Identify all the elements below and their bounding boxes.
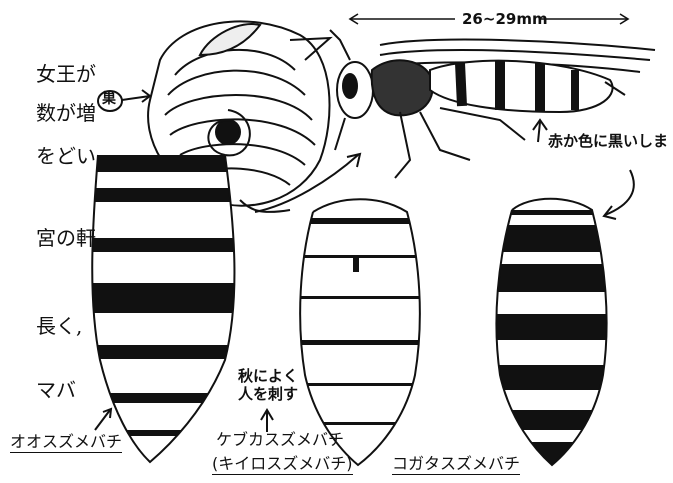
large-label-arrow	[95, 409, 111, 430]
label-kogatasuzumebachi: コガタスズメバチ	[392, 456, 520, 475]
nest-label: 巣	[102, 92, 116, 106]
label-oosuzumebachi: オオスズメバチ	[10, 434, 122, 453]
side-text-6: マバ	[36, 380, 63, 400]
side-text-1: 女王が	[36, 64, 63, 84]
label-kiirosuzumebachi: (キイロスズメバチ)	[212, 456, 353, 475]
label-kebukasuzumebachi: ケブカスズメバチ	[216, 432, 344, 448]
side-text-5: 長く,	[36, 316, 63, 336]
autumn-note-line2: 人を刺す	[238, 387, 298, 402]
side-text-3: をどい	[36, 146, 63, 166]
abdomen-kogatasuzumebachi	[480, 195, 620, 475]
color-note-arrow	[533, 120, 547, 142]
size-note: 26~29mm	[462, 12, 548, 27]
autumn-arrow	[261, 410, 273, 432]
autumn-note-line1: 秋によく	[238, 369, 298, 384]
side-text-4: 宮の軒	[36, 228, 63, 248]
curved-arrow	[604, 170, 634, 219]
color-note: 赤か色に黒いしま	[548, 134, 668, 149]
adult-hornet-drawing	[330, 30, 655, 178]
side-text-2: 数が増	[36, 103, 63, 123]
abdomen-oosuzumebachi	[80, 140, 250, 470]
